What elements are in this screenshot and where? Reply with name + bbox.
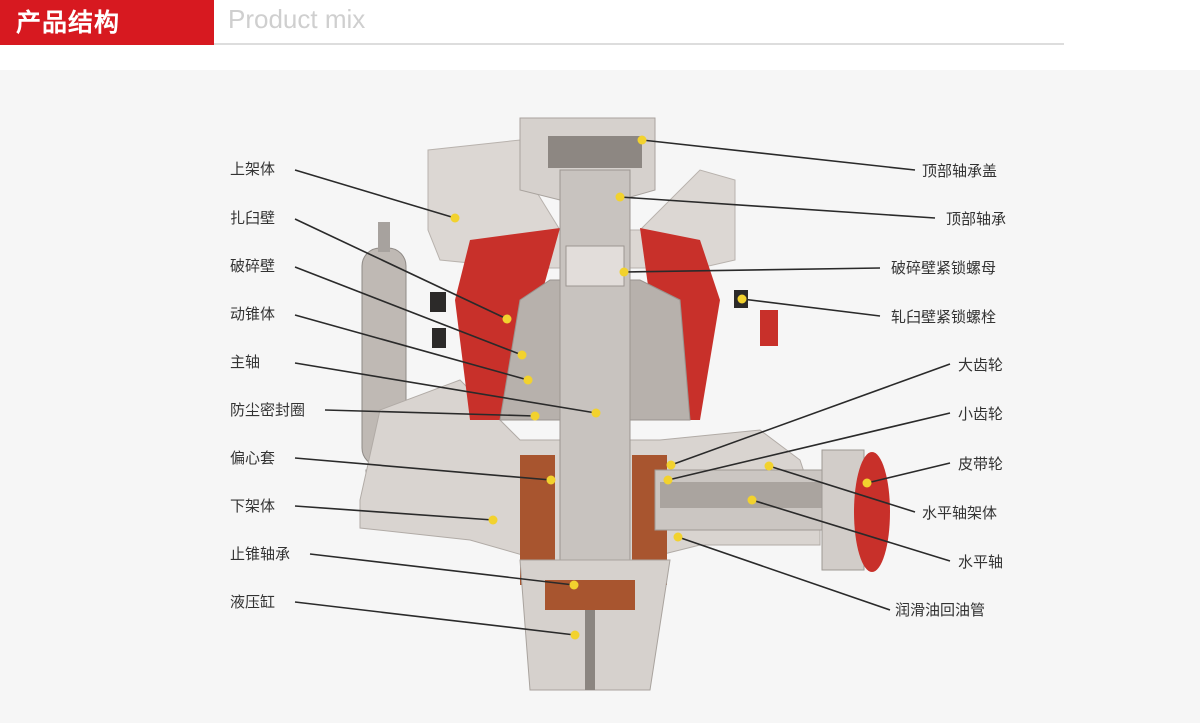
label-lower-frame: 下架体 bbox=[230, 497, 276, 515]
bowl-liner-leader-line bbox=[294, 218, 508, 320]
thrust-bearing-dot bbox=[569, 580, 579, 590]
label-dust-seal: 防尘密封圈 bbox=[230, 401, 306, 419]
bevel-gear-dot bbox=[666, 460, 676, 470]
upper-frame-dot bbox=[450, 213, 460, 223]
dust-seal-leader-line bbox=[324, 409, 536, 417]
moving-cone-dot bbox=[523, 375, 533, 385]
label-top-bearing: 顶部轴承 bbox=[946, 210, 1007, 228]
label-mantle: 破碎壁 bbox=[230, 257, 276, 275]
top-bearing-cap-dot bbox=[637, 135, 647, 145]
top-bearing-dot bbox=[615, 192, 625, 202]
dust-seal-dot bbox=[530, 411, 540, 421]
label-mantle-lock-nut: 破碎壁紧锁螺母 bbox=[891, 259, 997, 277]
countershaft-housing-dot bbox=[764, 461, 774, 471]
top-bearing-leader-line bbox=[619, 196, 936, 219]
oil-return-pipe-dot bbox=[673, 532, 683, 542]
upper-frame-leader-line bbox=[294, 169, 456, 219]
label-main-shaft: 主轴 bbox=[230, 353, 261, 371]
section-title: 产品结构 bbox=[0, 0, 214, 45]
label-hydraulic-cylinder: 液压缸 bbox=[230, 593, 276, 611]
pinion-dot bbox=[663, 475, 673, 485]
countershaft-housing-leader-line bbox=[768, 465, 916, 513]
label-pinion: 小齿轮 bbox=[958, 405, 1004, 423]
label-pulley: 皮带轮 bbox=[958, 455, 1004, 473]
mantle-leader-line bbox=[294, 266, 523, 356]
bevel-gear-leader-line bbox=[670, 363, 951, 466]
bowl-liner-bolt-leader-line bbox=[741, 298, 881, 317]
main-shaft-shape bbox=[559, 169, 631, 591]
label-countershaft: 水平轴 bbox=[958, 553, 1004, 571]
label-oil-return-pipe: 润滑油回油管 bbox=[895, 601, 986, 619]
main-shaft-dot bbox=[591, 408, 601, 418]
label-eccentric-sleeve: 偏心套 bbox=[230, 449, 276, 467]
leader-lines bbox=[294, 139, 951, 636]
label-countershaft-housing: 水平轴架体 bbox=[922, 504, 998, 522]
pinion-leader-line bbox=[667, 412, 951, 481]
label-moving-cone: 动锥体 bbox=[230, 305, 276, 323]
machine-illustration bbox=[359, 117, 890, 691]
main-shaft-leader-line bbox=[294, 362, 597, 414]
mantle-dot bbox=[517, 350, 527, 360]
callout-dots bbox=[450, 135, 872, 640]
header-divider bbox=[214, 43, 1064, 45]
label-bowl-liner-bolt: 轧臼壁紧锁螺栓 bbox=[891, 308, 997, 326]
eccentric-sleeve-leader-line bbox=[294, 457, 552, 481]
top-bearing-cap-leader-line bbox=[641, 139, 916, 171]
moving-cone-leader-line bbox=[294, 314, 529, 381]
countershaft-leader-line bbox=[751, 499, 951, 562]
bowl-liner-shape bbox=[455, 228, 560, 420]
countershaft-dot bbox=[747, 495, 757, 505]
lower-frame-leader-line bbox=[294, 505, 494, 521]
mantle-lock-nut-leader-line bbox=[623, 267, 881, 273]
label-bowl-liner: 扎臼壁 bbox=[230, 209, 276, 227]
bowl-liner-bolt-dot bbox=[737, 294, 747, 304]
oil-return-pipe-leader-line bbox=[677, 536, 891, 611]
pulley-leader-line bbox=[866, 462, 951, 484]
eccentric-sleeve-dot bbox=[546, 475, 556, 485]
mantle-lock-nut-dot bbox=[619, 267, 629, 277]
hydraulic-cylinder-shape bbox=[545, 580, 635, 610]
lower-frame-dot bbox=[488, 515, 498, 525]
thrust-bearing-leader-line bbox=[309, 553, 575, 586]
hydraulic-cylinder-leader-line bbox=[294, 601, 576, 636]
pulley-dot bbox=[862, 478, 872, 488]
section-subtitle: Product mix bbox=[228, 4, 366, 34]
label-upper-frame: 上架体 bbox=[230, 160, 276, 178]
label-bevel-gear: 大齿轮 bbox=[958, 356, 1004, 374]
label-top-bearing-cap: 顶部轴承盖 bbox=[922, 162, 998, 180]
hydraulic-cylinder-dot bbox=[570, 630, 580, 640]
label-thrust-bearing: 止锥轴承 bbox=[230, 545, 291, 563]
bowl-liner-dot bbox=[502, 314, 512, 324]
